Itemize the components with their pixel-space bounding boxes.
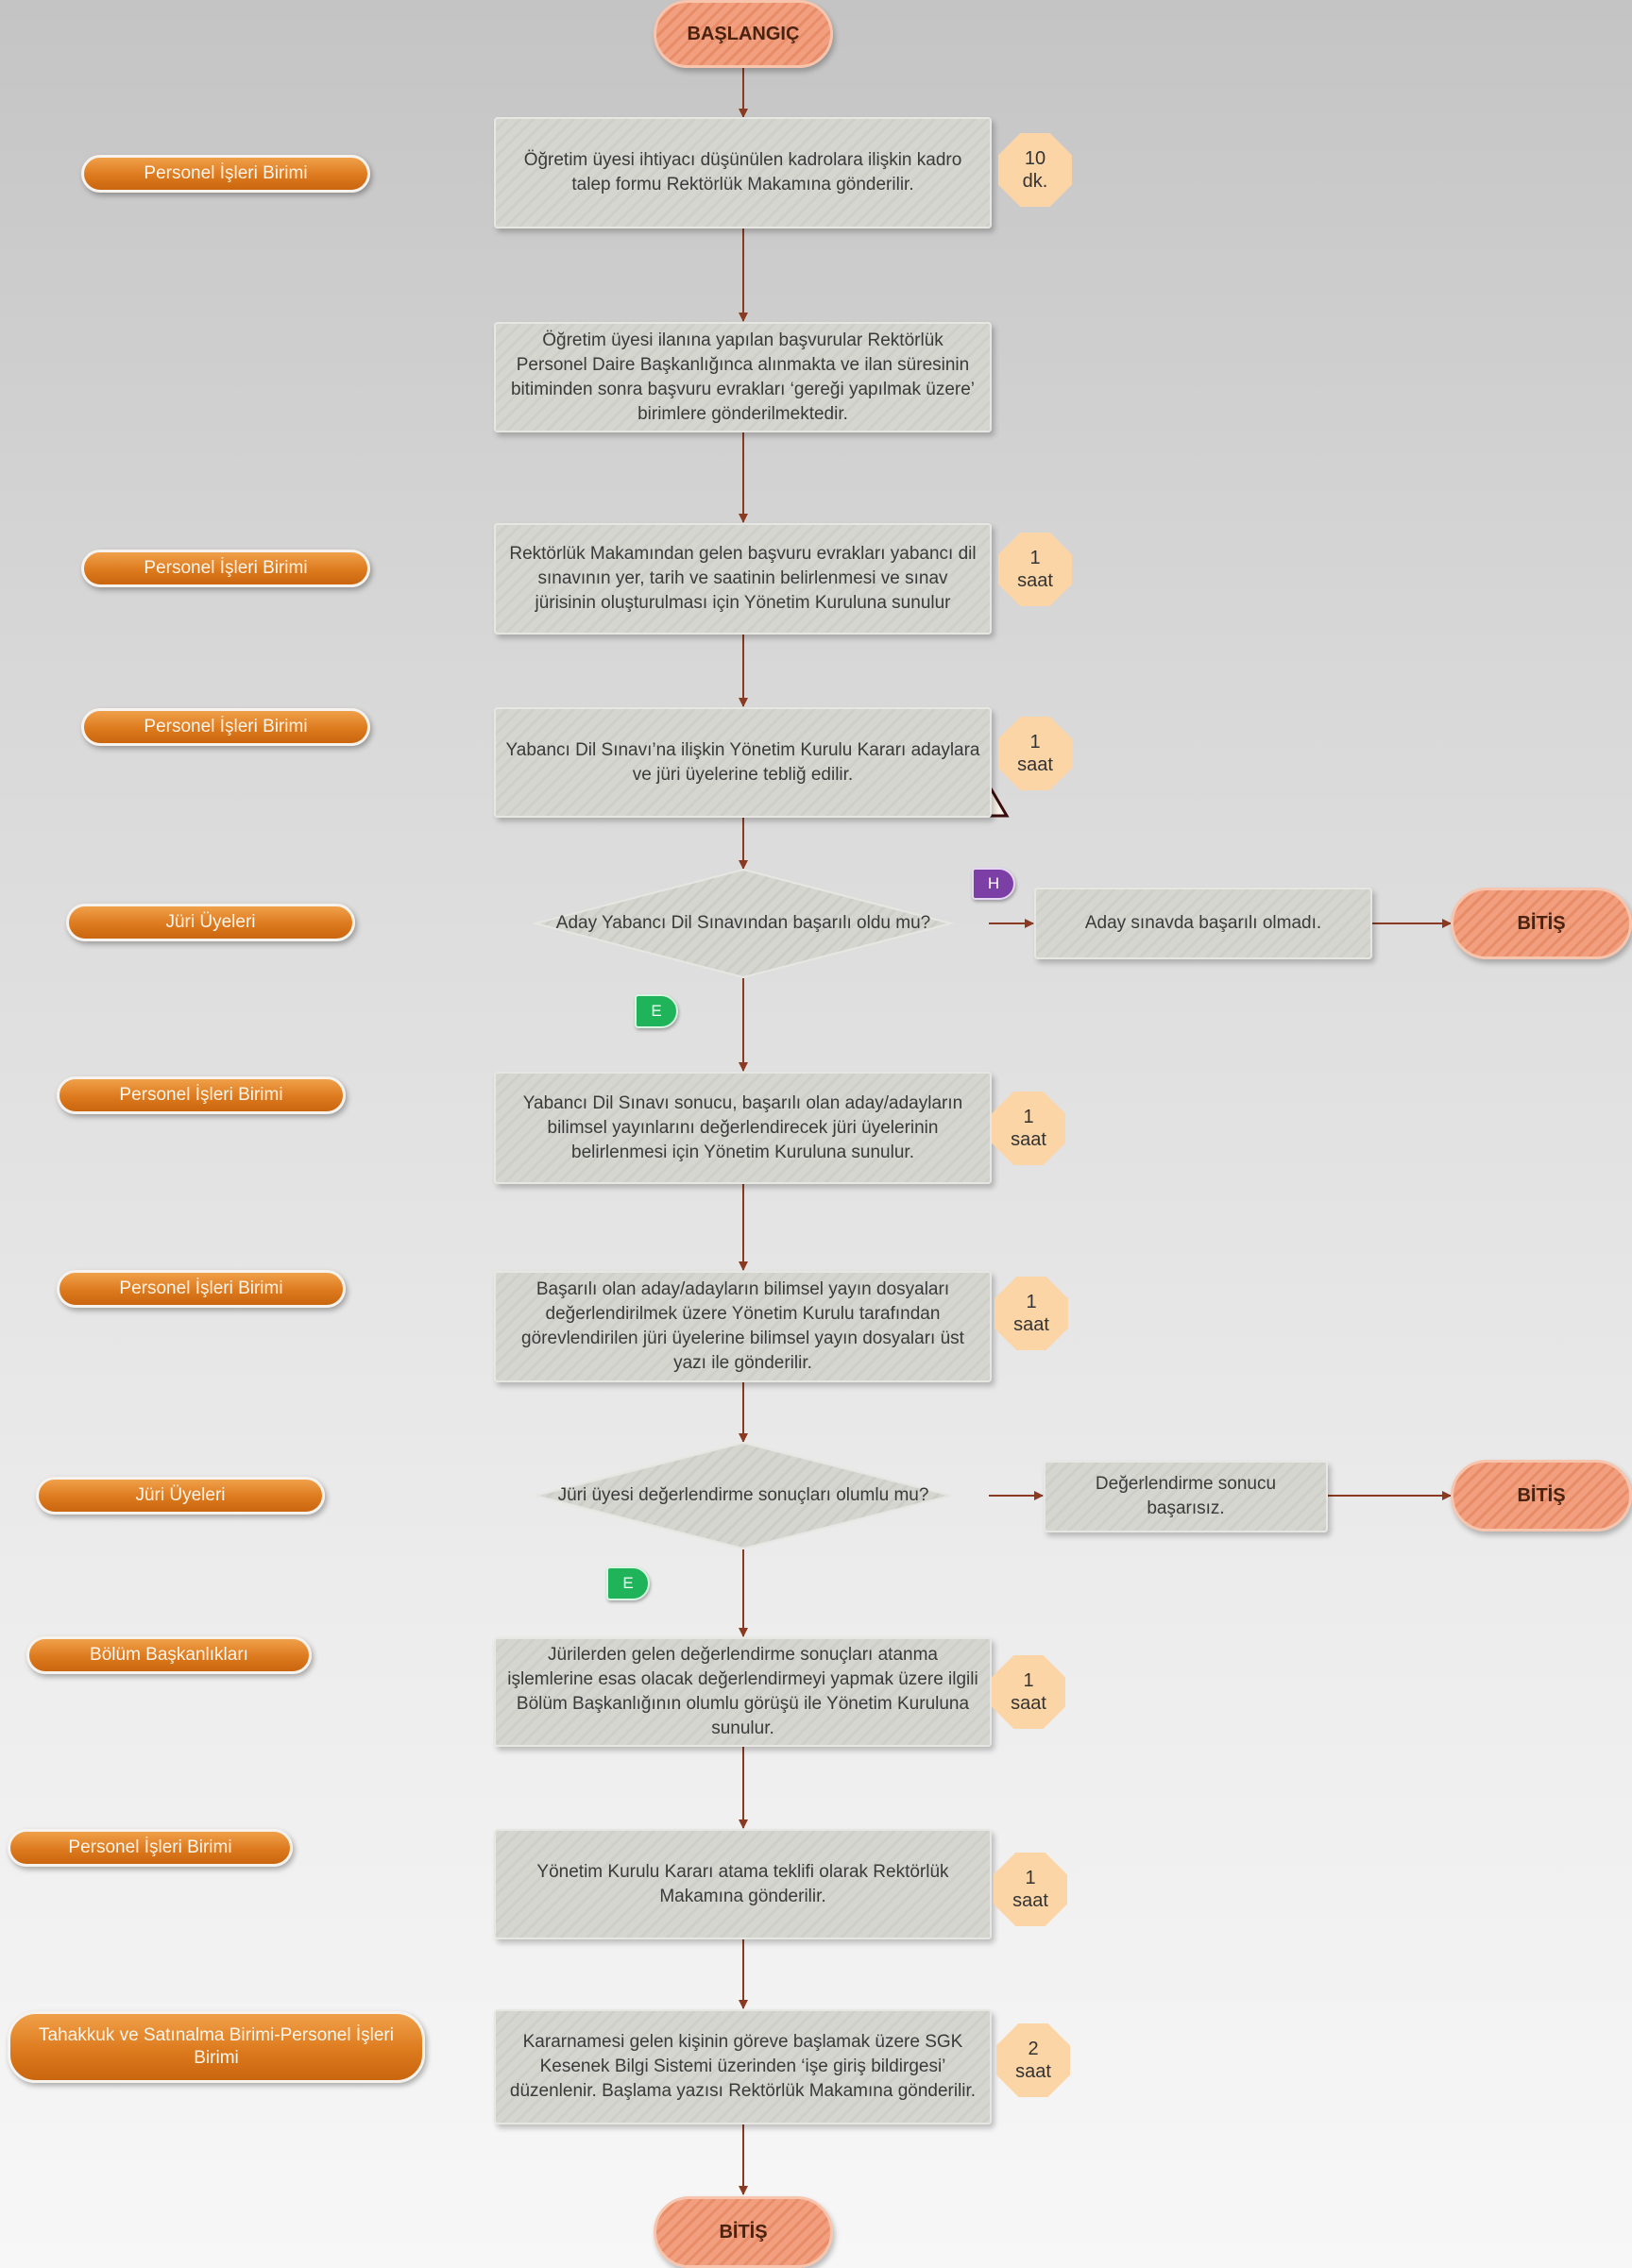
duration-unit: saat xyxy=(1011,1129,1046,1150)
duration-value: 1 xyxy=(1025,1868,1036,1888)
step-text: Jürilerden gelen değerlendirme sonuçları… xyxy=(507,1645,978,1738)
duration-value: 10 xyxy=(1024,148,1046,169)
step-text: Yabancı Dil Sınavı’na ilişkin Yönetim Ku… xyxy=(505,739,980,785)
role-label-3: Personel İşleri Birimi xyxy=(81,550,370,587)
tag-label: E xyxy=(651,1002,662,1020)
duration-unit: saat xyxy=(1017,570,1053,591)
end-label: BİTİŞ xyxy=(1517,912,1566,934)
outcome-fail-1: Aday sınavda başarılı olmadı. xyxy=(1034,888,1372,959)
process-step-7: Jürilerden gelen değerlendirme sonuçları… xyxy=(494,1637,992,1747)
duration-value: 1 xyxy=(1026,1292,1037,1312)
end-terminal-1: BİTİŞ xyxy=(1451,888,1632,959)
process-step-8: Yönetim Kurulu Kararı atama teklifi olar… xyxy=(494,1829,992,1939)
role-label-5: Jüri Üyeleri xyxy=(66,904,355,941)
decision-text: Aday Yabancı Dil Sınavından başarılı old… xyxy=(555,913,931,933)
step-text: Yönetim Kurulu Kararı atama teklifi olar… xyxy=(536,1861,949,1906)
yes-tag-1: E xyxy=(635,994,678,1028)
step-text: Başarılı olan aday/adayların bilimsel ya… xyxy=(521,1279,964,1373)
role-text: Personel İşleri Birimi xyxy=(144,717,308,736)
role-text: Personel İşleri Birimi xyxy=(144,558,308,578)
duration-value: 2 xyxy=(1028,2039,1039,2059)
role-label-9: Bölüm Başkanlıkları xyxy=(26,1636,312,1674)
process-step-2: Öğretim üyesi ilanına yapılan başvurular… xyxy=(494,322,992,432)
end-label: BİTİŞ xyxy=(719,2221,768,2243)
process-step-3: Rektörlük Makamından gelen başvuru evrak… xyxy=(494,523,992,635)
duration-unit: saat xyxy=(1012,1890,1048,1911)
outcome-fail-2: Değerlendirme sonucu başarısız. xyxy=(1044,1461,1328,1532)
end-terminal-2: BİTİŞ xyxy=(1451,1460,1632,1532)
step-text: Öğretim üyesi ilanına yapılan başvurular… xyxy=(510,330,976,424)
role-text: Jüri Üyeleri xyxy=(165,912,256,932)
end-label: BİTİŞ xyxy=(1517,1484,1566,1506)
duration-value: 1 xyxy=(1029,548,1041,568)
role-label-1: Personel İşleri Birimi xyxy=(81,155,370,193)
tag-label: H xyxy=(987,874,1000,892)
no-tag: H xyxy=(972,868,1015,900)
decision-2-question: Jüri üyesi değerlendirme sonuçları oluml… xyxy=(536,1477,951,1515)
process-step-4: Yabancı Dil Sınavı’na ilişkin Yönetim Ku… xyxy=(494,707,992,818)
process-step-5: Yabancı Dil Sınavı sonucu, başarılı olan… xyxy=(494,1072,992,1184)
role-label-6: Personel İşleri Birimi xyxy=(57,1076,346,1114)
role-text: Tahakkuk ve Satınalma Birimi-Personel İş… xyxy=(39,2025,394,2068)
role-text: Personel İşleri Birimi xyxy=(119,1085,283,1105)
role-label-4: Personel İşleri Birimi xyxy=(81,708,370,746)
role-text: Bölüm Başkanlıkları xyxy=(90,1645,248,1665)
duration-unit: dk. xyxy=(1022,171,1048,192)
yes-tag-2: E xyxy=(606,1566,650,1600)
process-step-6: Başarılı olan aday/adayların bilimsel ya… xyxy=(494,1271,992,1382)
duration-value: 1 xyxy=(1029,732,1041,753)
duration-unit: saat xyxy=(1013,1314,1049,1335)
process-step-9: Kararnamesi gelen kişinin göreve başlama… xyxy=(494,2009,992,2124)
role-label-8: Jüri Üyeleri xyxy=(36,1477,325,1515)
step-text: Rektörlük Makamından gelen başvuru evrak… xyxy=(509,544,977,613)
start-terminal: BAŞLANGIÇ xyxy=(654,0,833,68)
outcome-text: Değerlendirme sonucu başarısız. xyxy=(1095,1474,1277,1518)
end-terminal-main: BİTİŞ xyxy=(654,2196,833,2268)
duration-unit: saat xyxy=(1017,754,1053,775)
role-text: Jüri Üyeleri xyxy=(135,1485,226,1505)
decision-text: Jüri üyesi değerlendirme sonuçları oluml… xyxy=(557,1485,929,1505)
start-label: BAŞLANGIÇ xyxy=(687,23,800,44)
duration-unit: saat xyxy=(1011,1693,1046,1714)
role-label-7: Personel İşleri Birimi xyxy=(57,1270,346,1308)
role-label-11: Tahakkuk ve Satınalma Birimi-Personel İş… xyxy=(8,2011,425,2083)
duration-value: 1 xyxy=(1023,1107,1034,1127)
step-text: Yabancı Dil Sınavı sonucu, başarılı olan… xyxy=(522,1092,963,1162)
duration-unit: saat xyxy=(1015,2061,1051,2082)
role-text: Personel İşleri Birimi xyxy=(68,1837,232,1857)
tag-label: E xyxy=(622,1574,634,1592)
step-text: Öğretim üyesi ihtiyacı düşünülen kadrola… xyxy=(523,150,962,195)
outcome-text: Aday sınavda başarılı olmadı. xyxy=(1084,913,1322,933)
decision-1-question: Aday Yabancı Dil Sınavından başarılı old… xyxy=(536,905,951,942)
step-text: Kararnamesi gelen kişinin göreve başlama… xyxy=(509,2032,977,2101)
duration-value: 1 xyxy=(1023,1670,1034,1691)
role-text: Personel İşleri Birimi xyxy=(144,163,308,183)
process-step-1: Öğretim üyesi ihtiyacı düşünülen kadrola… xyxy=(494,117,992,228)
role-text: Personel İşleri Birimi xyxy=(119,1278,283,1298)
role-label-10: Personel İşleri Birimi xyxy=(8,1829,293,1867)
